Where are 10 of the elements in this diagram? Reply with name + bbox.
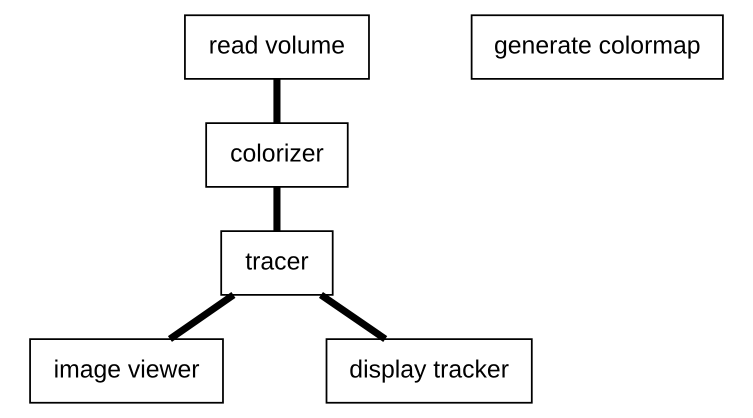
node-box: display tracker [326,338,533,404]
connector [273,79,280,123]
node-box: generate colormap [470,14,724,80]
node-box: image viewer [29,338,224,404]
connector [273,187,280,231]
node-box: colorizer [205,122,349,188]
node-box: tracer [220,230,334,296]
connector [168,292,236,342]
connector [318,292,388,342]
node-box: read volume [184,14,370,80]
